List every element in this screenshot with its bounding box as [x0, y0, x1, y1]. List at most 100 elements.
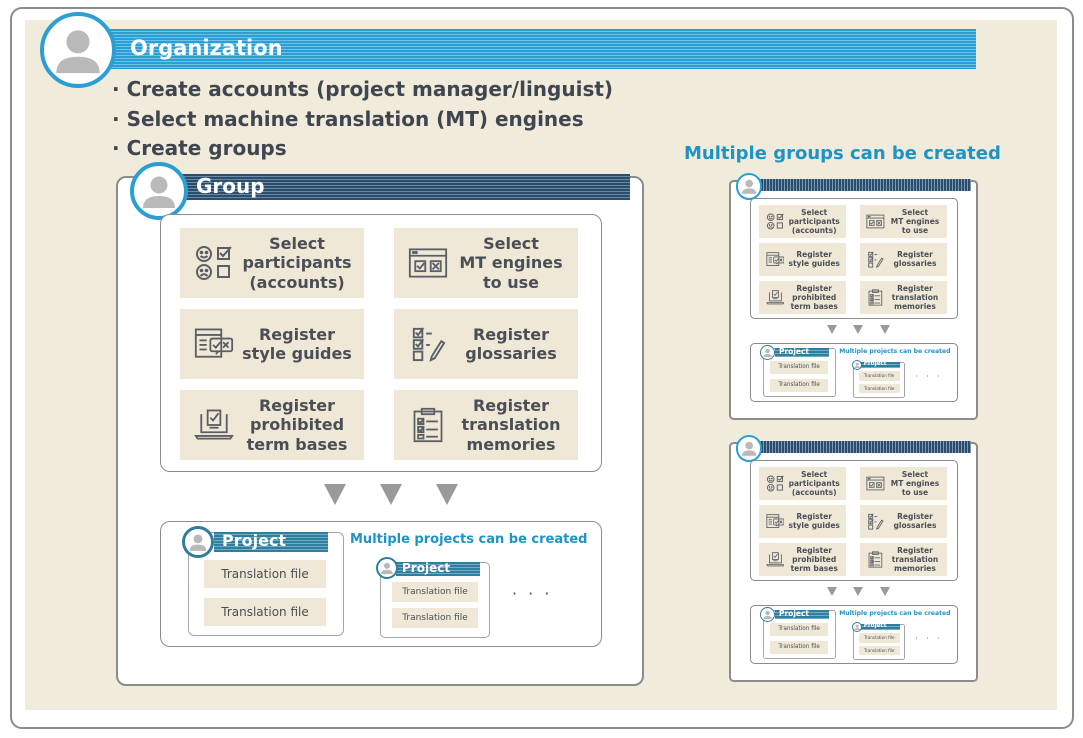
- group-main-translation-file: Translation file: [204, 598, 326, 626]
- group-mini-2-task-line: participants: [788, 478, 840, 488]
- organization-bullet-3: · Create groups: [112, 136, 287, 160]
- document-check-icon: [759, 505, 786, 538]
- faces-checkbox-icon: [759, 467, 786, 500]
- group-mini-2-task-line: Register: [897, 545, 933, 555]
- group-main-project-avatar-icon: [182, 526, 214, 558]
- group-mini-1-project-header-bar-secondary: Project: [860, 361, 901, 369]
- browser-checkbox-icon: [860, 467, 887, 500]
- clipboard-list-icon: [860, 543, 887, 576]
- faces-checkbox-icon: [180, 228, 238, 298]
- browser-checkbox-icon: [860, 205, 887, 238]
- bullet-dot: ·: [112, 136, 120, 160]
- group-main-task-line: prohibited: [249, 415, 345, 435]
- group-mini-1-task-line: Register: [897, 283, 933, 293]
- multiple-groups-label: Multiple groups can be created: [684, 143, 1001, 164]
- group-mini-2-task-line: (accounts): [791, 487, 837, 497]
- laptop-check-icon: [759, 543, 786, 576]
- group-mini-1-header-bar: [758, 179, 972, 192]
- group-main-task-line: Register: [472, 396, 550, 416]
- browser-checkbox-icon: [394, 228, 452, 298]
- group-main-task-line: memories: [466, 434, 556, 454]
- group-main-translation-file-secondary: Translation file: [392, 582, 478, 602]
- document-check-icon: [759, 243, 786, 276]
- group-mini-1-task-line: memories: [894, 301, 936, 311]
- group-main-task-line: style guides: [242, 344, 352, 363]
- group-main-more-projects-ellipsis: · · ·: [512, 584, 553, 603]
- group-main-task-line: Select: [483, 234, 539, 254]
- clipboard-list-icon: [860, 281, 887, 314]
- group-mini-1-translation-file: Translation file: [770, 378, 828, 392]
- group-mini-2-down-arrow-icon: [827, 587, 837, 597]
- group-mini-1-down-arrow-icon: [827, 325, 837, 335]
- group-mini-2-avatar-icon: [735, 435, 762, 462]
- group-main-multiple-projects-label: Multiple projects can be created: [350, 532, 588, 547]
- group-mini-2-translation-file-secondary: Translation file: [859, 633, 900, 643]
- bullet-text: Select machine translation (MT) engines: [126, 107, 584, 131]
- group-mini-2-translation-file-secondary: Translation file: [859, 645, 900, 655]
- group-mini-1-project-title-secondary: Project: [863, 361, 887, 368]
- group-mini-1-down-arrow-icon: [853, 325, 864, 335]
- group-main-task-line: term bases: [246, 434, 348, 454]
- group-mini-1-task-line: Select: [801, 207, 828, 217]
- group-mini-2-project-avatar-icon: [760, 606, 776, 622]
- bullet-text: Create groups: [126, 136, 287, 160]
- group-main-translation-file-secondary: Translation file: [392, 608, 478, 628]
- group-mini-1-project-header-bar: Project: [775, 347, 829, 358]
- faces-checkbox-icon: [759, 205, 786, 238]
- group-main-project-header-bar-secondary: Project: [396, 562, 480, 576]
- bullet-dot: ·: [112, 107, 120, 131]
- group-main-translation-file: Translation file: [204, 560, 326, 588]
- group-mini-1-task-line: MT engines: [890, 216, 940, 226]
- group-mini-2-down-arrow-icon: [853, 587, 864, 597]
- group-mini-2-project-avatar-icon-secondary: [851, 621, 862, 632]
- group-main-task-line: glossaries: [465, 344, 557, 363]
- group-mini-1-translation-file-secondary: Translation file: [859, 383, 900, 393]
- group-mini-2-task-line: Register: [897, 512, 933, 522]
- bullet-text: Create accounts (project manager/linguis…: [126, 77, 614, 101]
- group-mini-2-task-line: style guides: [788, 521, 840, 531]
- group-mini-1-task-line: Register: [796, 283, 832, 293]
- group-mini-2-task-line: glossaries: [893, 521, 937, 531]
- group-mini-2-task-line: Select: [901, 469, 929, 479]
- group-main-task-line: Register: [472, 324, 550, 344]
- group-mini-1-task-line: style guides: [788, 259, 840, 269]
- group-main-avatar-icon: [130, 162, 188, 220]
- group-mini-2-task-line: Select: [801, 469, 828, 479]
- group-mini-1-project-title: Project: [778, 347, 810, 357]
- organization-header-bar: Organization: [110, 29, 976, 69]
- group-main-project-title-secondary: Project: [402, 562, 451, 575]
- group-main-title: Group: [196, 174, 265, 198]
- group-mini-2-task-line: Register: [796, 512, 832, 522]
- group-main-header-bar: Group: [178, 174, 630, 200]
- group-main-task-line: Select: [269, 234, 325, 254]
- group-mini-2-down-arrow-icon: [879, 587, 890, 597]
- group-mini-2-header-bar: [758, 441, 972, 454]
- group-main-task-line: Register: [258, 324, 336, 344]
- group-main-task-line: Register: [258, 396, 336, 416]
- group-mini-1-task-line: Select: [901, 207, 929, 217]
